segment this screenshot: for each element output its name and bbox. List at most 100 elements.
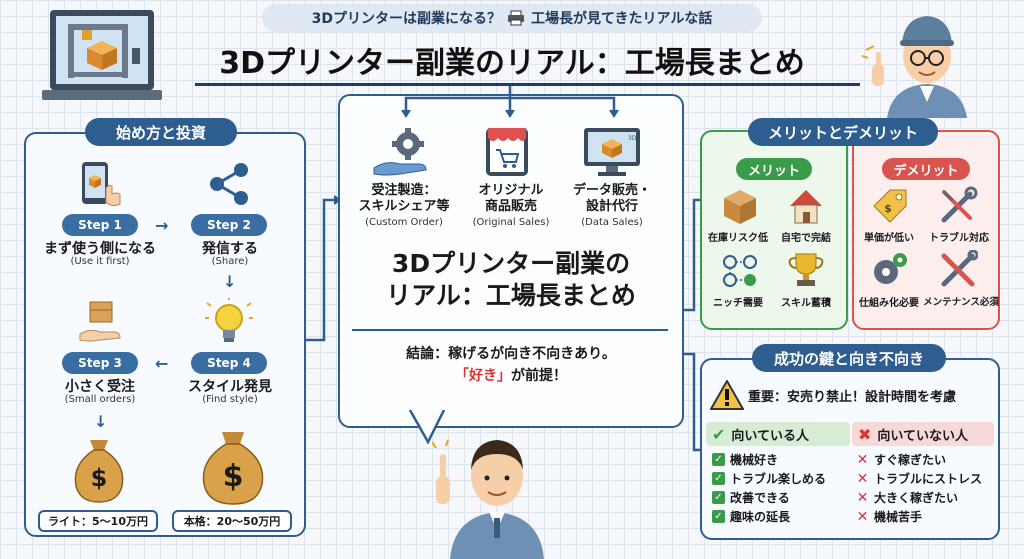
good-head-bar: ✔ 向いている人 [706,422,850,446]
investment-full: 本格：20〜50万円 [172,510,292,532]
printer-icon [507,10,525,26]
merit-1: 在庫リスク低 [708,233,768,244]
page-title: 3Dプリンター副業のリアル：工場長まとめ [219,46,805,81]
investment-light: ライト：5〜10万円 [38,510,158,532]
list-item: ✕機械苦手 [856,507,982,526]
arrow-left-icon: ← [155,354,169,373]
conclusion-line1: 結論：稼げるが向き不向きあり。 [406,346,616,362]
bad-head: 向いていない人 [877,428,969,444]
step-2-en: (Share) [211,256,249,267]
check-icon: ✓ [712,472,725,485]
model-data-jp2: 設計代行 [585,199,638,214]
svg-text:$: $ [884,202,892,215]
cross-icon: ✕ [856,451,869,468]
svg-text:$: $ [223,459,244,494]
box-hand-icon [76,298,126,348]
merit-heading: メリットとデメリット [748,118,938,146]
demerit-2: トラブル対応 [929,233,989,244]
model-original-en: (Original Sales) [472,217,550,228]
connector-left-center [306,195,342,342]
conclusion-line2: 「好き」が前提！ [340,365,682,387]
trophy-icon [786,250,826,290]
step-3-en: (Small orders) [64,394,136,405]
gear-hand-icon [372,126,436,180]
model-custom-jp1: 受注製造： [371,183,437,198]
factory-chief-avatar [862,6,992,121]
laptop-3d-printer-icon [42,8,162,108]
wrench-screwdriver-icon [938,186,978,226]
conclusion-tail: が前提！ [511,368,567,384]
gears-icon [870,250,910,290]
list-item: ✕ 大きく稼ぎたい [856,488,982,507]
center-title: 3Dプリンター副業の リアル：工場長まとめ [340,248,682,312]
step-2-jp: 発信する [202,241,258,257]
good-item-1: 機械好き [730,453,779,467]
merit-4: スキル蓄積 [781,298,831,309]
step-1-label: Step 1 [62,214,138,236]
arrow-down-icon: ↓ [223,272,237,291]
conclusion: 結論：稼げるが向き不向きあり。 「好き」が前提！ [340,343,682,387]
top-banner-tail: 工場長が見てきたリアルな話 [530,11,713,27]
arrow-down-icon-2: ↓ [94,412,108,431]
cross-icon: ✕ [856,470,869,487]
demerit-label: デメリット [882,158,970,180]
step-4-en: (Find style) [202,394,258,405]
check-icon: ✓ [712,453,725,466]
warning-icon [710,380,744,410]
merit-2: 自宅で完結 [781,233,831,244]
list-item: ✓改善できる [712,488,826,507]
model-original-jp: オリジナル 商品販売 [455,183,567,215]
title-underline [195,83,860,86]
good-head: 向いている人 [731,428,810,444]
price-tag-icon: $ [870,186,910,226]
check-icon: ✔ [712,424,726,444]
step-4-jp: スタイル発見 [188,379,272,395]
bad-item-2: トラブルにストレス [874,472,983,486]
svg-text:3D: 3D [628,135,637,142]
success-panel [700,358,1000,540]
worker-pointing-avatar [432,418,562,559]
merit-3: ニッチ需要 [713,298,763,309]
speech-tail [408,410,446,444]
success-warning: 重要：安売り禁止！設計時間を考慮 [748,390,957,405]
bad-item-3: 大きく稼ぎたい [874,491,959,505]
merit-label: メリット [736,158,812,180]
shop-cart-icon [482,124,532,180]
cross-icon: ✕ [856,489,869,506]
demerit-1: 単価が低い [864,233,914,244]
arrow-right-icon: → [155,216,169,235]
share-icon [205,160,253,208]
good-list: ✓機械好き ✓トラブル楽しめる ✓改善できる ✓趣味の延長 [712,450,826,526]
model-data-jp1: データ販売・ [572,183,651,198]
phone-tap-icon [76,160,124,210]
conclusion-quote: 「好き」 [455,368,511,384]
center-top-arrows [401,86,619,118]
house-icon [786,186,826,226]
success-heading: 成功の鍵と向き不向き [752,344,946,372]
model-custom-jp2: スキルシェア等 [358,199,450,214]
bad-head-bar: ✖ 向いていない人 [852,422,994,446]
top-banner: 3Dプリンターは副業になる？ 工場長が見てきたリアルな話 [262,4,762,32]
model-data-jp: データ販売・ 設計代行 [556,183,668,215]
money-bag-large-icon: $ [198,422,268,506]
step-1-en: (Use it first) [70,256,130,267]
step-1-jp: まず使う側になる [44,241,156,257]
model-custom-jp: 受注製造： スキルシェア等 [348,183,460,215]
list-item: ✕ トラブルにストレス [856,469,982,488]
demerit-3: 仕組み化必要 [859,298,919,309]
box-icon [720,186,760,226]
start-heading: 始め方と投資 [85,118,237,146]
step-3-label: Step 3 [62,352,138,374]
lightbulb-icon [205,298,253,348]
model-original-jp1: オリジナル [478,183,544,198]
list-item: ✕すぐ稼ぎたい [856,450,982,469]
good-item-3: 改善できる [730,491,790,505]
niche-network-icon [720,250,760,290]
step-4-label: Step 4 [191,352,267,374]
good-item-2: トラブル楽しめる [730,472,827,486]
bad-item-4: 機械苦手 [874,510,923,524]
model-data-en: (Data Sales) [581,217,643,228]
monitor-3d-icon: 3D [582,126,642,180]
model-original-jp2: 商品販売 [484,199,537,214]
center-title-line2: リアル：工場長まとめ [386,281,636,310]
